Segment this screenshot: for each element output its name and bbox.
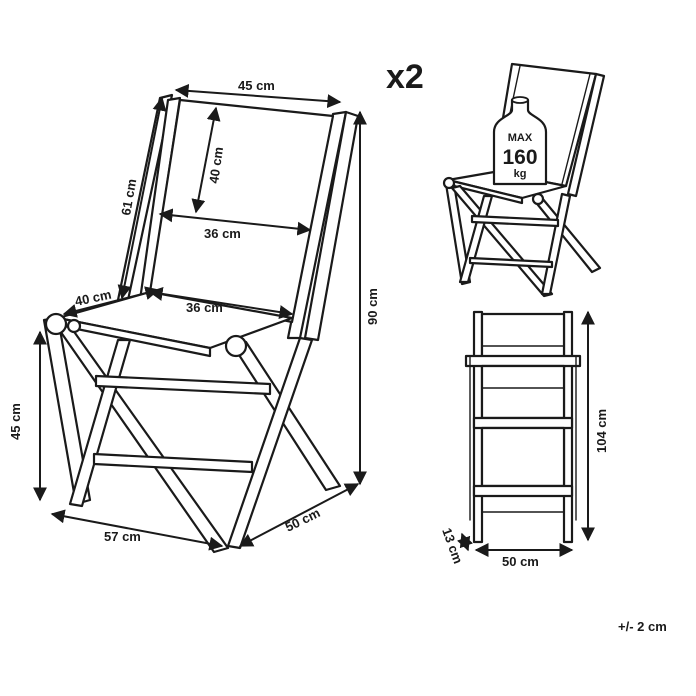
weight-unit: kg <box>514 168 527 180</box>
small-lower-stretcher <box>468 256 554 269</box>
dim-back-total: 61 cm <box>118 178 139 217</box>
dim-seat-height: 45 cm <box>8 403 23 440</box>
small-stretcher <box>470 214 560 228</box>
seat-knob-back <box>66 318 82 334</box>
dim-back-height: 40 cm <box>206 146 226 185</box>
weight-icon: MAX 160 kg <box>492 96 548 186</box>
quantity-multiplier: x2 <box>386 58 424 96</box>
dim-folded-thickness: 13 cm <box>439 526 466 566</box>
dim-total-height: 90 cm <box>365 288 380 325</box>
dim-width-base: 50 cm <box>283 505 323 535</box>
dim-seat-width: 36 cm <box>186 300 223 315</box>
dim-folded-height: 104 cm <box>594 409 609 453</box>
dim-back-inner-width: 36 cm <box>204 226 241 241</box>
folded-bottom-bar <box>472 484 574 498</box>
small-rear-cross <box>540 192 572 296</box>
folded-lower-panel <box>480 426 566 488</box>
cross-leg-front <box>68 338 132 508</box>
small-knob-left <box>442 176 456 190</box>
weight-max-label: MAX <box>508 132 533 144</box>
lower-stretcher <box>92 452 254 474</box>
folded-seat <box>480 364 566 420</box>
seat-knob-left <box>44 312 68 336</box>
small-rear-post <box>566 72 606 198</box>
dim-back-width: 45 cm <box>238 78 275 93</box>
weight-value: 160 <box>502 146 537 169</box>
dim-seat-depth: 40 cm <box>74 287 113 309</box>
upper-stretcher <box>94 374 272 396</box>
folded-middle-bar <box>472 416 574 430</box>
folded-chair-illustration <box>464 310 582 544</box>
small-knob-right <box>531 192 545 206</box>
cross-leg-left <box>56 324 230 554</box>
weight-body <box>492 98 548 186</box>
folded-upper-bar <box>464 354 582 368</box>
seat-knob-right <box>224 334 248 358</box>
tolerance-note: +/- 2 cm <box>618 619 667 634</box>
main-chair-illustration <box>42 93 360 554</box>
dim-depth-base: 57 cm <box>104 529 141 544</box>
dim-folded-width: 50 cm <box>502 554 539 569</box>
